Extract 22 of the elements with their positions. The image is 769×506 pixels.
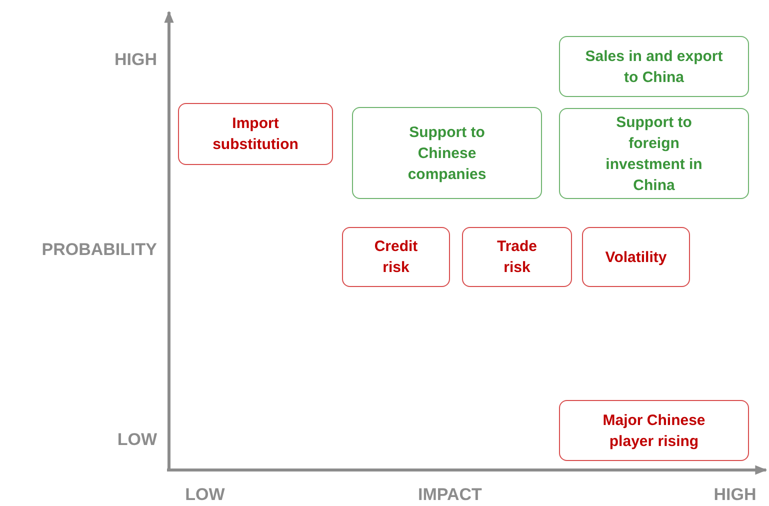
box-label: Trade risk (496, 237, 538, 278)
risk-box (582, 227, 690, 287)
risk-box (178, 103, 333, 165)
box-label: Sales in and export to China (584, 46, 724, 88)
opportunity-box (559, 36, 749, 97)
axis-tick-label: HIGH (714, 485, 756, 505)
axis-title: PROBABILITY (42, 240, 157, 260)
risk-box (559, 400, 749, 461)
risk-box (462, 227, 572, 287)
box-label: Major Chinese player rising (602, 410, 706, 452)
box-label: Import substitution (212, 114, 300, 155)
box-label: Support to foreign investment in China (604, 112, 704, 196)
axis-title: IMPACT (418, 485, 482, 505)
box-label: Volatility (605, 248, 667, 268)
axis-tick-label: HIGH (114, 50, 157, 70)
opportunity-box (352, 107, 542, 199)
box-label: Support to Chinese companies (406, 122, 488, 184)
risk-box (342, 227, 450, 287)
opportunity-box (559, 108, 749, 199)
axis-tick-label: LOW (185, 485, 225, 505)
axis-tick-label: LOW (117, 430, 157, 450)
box-label: Credit risk (373, 237, 419, 278)
